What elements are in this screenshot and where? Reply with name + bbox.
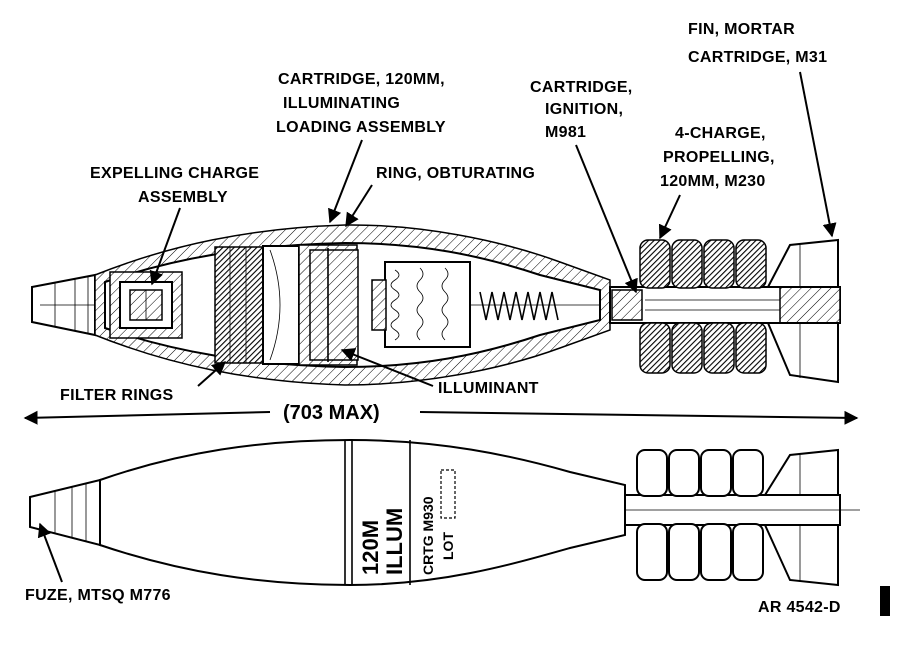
propelling-charges-top	[639, 239, 767, 374]
svg-text:120MM, M230: 120MM, M230	[660, 173, 766, 190]
svg-text:ILLUMINANT: ILLUMINANT	[438, 380, 539, 397]
svg-text:FUZE, MTSQ M776: FUZE, MTSQ M776	[25, 587, 171, 604]
spring	[479, 291, 559, 321]
svg-text:M981: M981	[545, 124, 586, 141]
illuminant-block-3	[309, 249, 359, 361]
svg-text:CARTRIDGE,: CARTRIDGE,	[530, 79, 633, 96]
fuze-nose-bottom	[29, 478, 101, 547]
marking-lot: LOT	[440, 532, 456, 560]
filter-rings	[214, 246, 264, 364]
corner-bar	[880, 586, 890, 616]
svg-text:CARTRIDGE, 120MM,: CARTRIDGE, 120MM,	[278, 71, 445, 88]
label-cartridge-ignition: CARTRIDGE, IGNITION, M981	[530, 79, 638, 294]
propelling-charges-bottom	[636, 449, 764, 581]
svg-text:ILLUMINATING: ILLUMINATING	[283, 95, 400, 112]
length-dimension-line-left	[23, 410, 271, 425]
cutaway-view	[31, 224, 841, 386]
svg-text:ASSEMBLY: ASSEMBLY	[138, 189, 228, 206]
label-illuminant: ILLUMINANT	[340, 348, 539, 397]
length-dimension-label: (703 MAX)	[283, 402, 380, 424]
label-fin: FIN, MORTAR CARTRIDGE, M31	[688, 21, 837, 238]
label-ring-obturating: RING, OBTURATING	[345, 165, 535, 228]
svg-text:EXPELLING CHARGE: EXPELLING CHARGE	[90, 165, 259, 182]
svg-text:FILTER RINGS: FILTER RINGS	[60, 387, 174, 404]
svg-text:IGNITION,: IGNITION,	[545, 101, 623, 118]
label-propelling-charge: 4-CHARGE, PROPELLING, 120MM, M230	[658, 125, 775, 240]
marking-type: ILLUM	[382, 508, 407, 575]
label-filter-rings: FILTER RINGS	[60, 361, 227, 404]
length-dimension-line-right	[419, 410, 859, 425]
fin-top-lower	[766, 322, 839, 384]
parachute-canister	[384, 261, 471, 348]
marking-caliber: 120M	[358, 520, 383, 575]
svg-text:CARTRIDGE, M31: CARTRIDGE, M31	[688, 49, 827, 66]
lot-box	[440, 469, 456, 519]
fin-bottom-upper	[763, 448, 839, 496]
marking-model: CRTG M930	[420, 496, 436, 575]
svg-text:FIN, MORTAR: FIN, MORTAR	[688, 21, 795, 38]
fin-top-upper	[766, 238, 839, 288]
exterior-view: 120M ILLUM CRTG M930 LOT	[29, 438, 860, 587]
fin-bottom-lower	[763, 524, 839, 587]
svg-text:4-CHARGE,: 4-CHARGE,	[675, 125, 766, 142]
label-fuze: FUZE, MTSQ M776	[25, 522, 171, 604]
projectile-body-exterior	[99, 438, 626, 587]
label-cartridge-loading-assembly: CARTRIDGE, 120MM, ILLUMINATING LOADING A…	[276, 71, 446, 224]
svg-text:LOADING ASSEMBLY: LOADING ASSEMBLY	[276, 119, 446, 136]
label-expelling-charge: EXPELLING CHARGE ASSEMBLY	[90, 165, 259, 286]
svg-text:RING, OBTURATING: RING, OBTURATING	[376, 165, 535, 182]
illuminant-block-1	[262, 245, 300, 365]
figure-id: AR 4542-D	[758, 599, 841, 616]
svg-text:PROPELLING,: PROPELLING,	[663, 149, 775, 166]
